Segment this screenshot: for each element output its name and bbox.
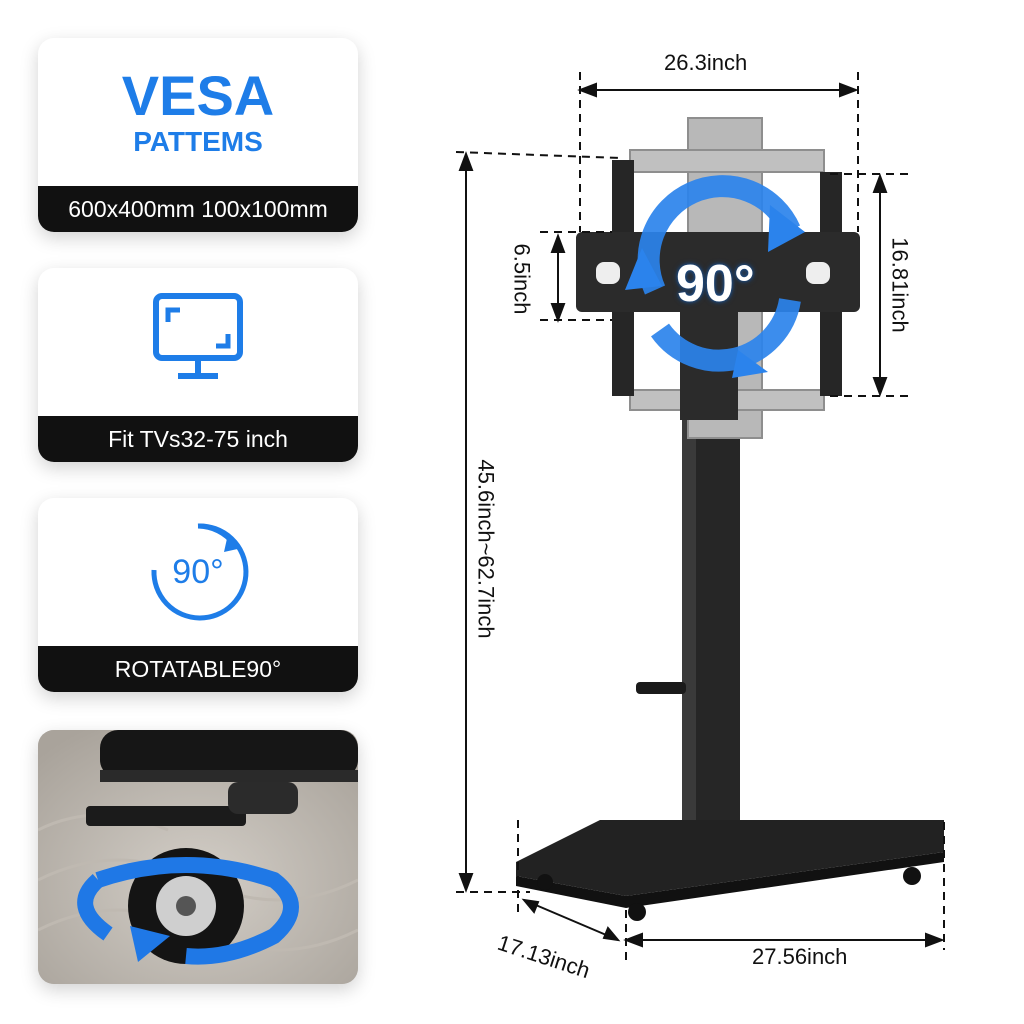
caster-wheel-card — [38, 730, 358, 984]
rotation-badge: 90° — [676, 255, 755, 313]
dim-mount-height: 16.81inch — [887, 237, 913, 333]
dim-total-height: 45.6inch~62.7inch — [473, 459, 499, 639]
rotate-caption: ROTATABLE90° — [38, 646, 358, 692]
dim-base-width: 27.56inch — [752, 944, 848, 969]
caster-wheel-rotation-icon — [38, 730, 358, 984]
rotate-icon-label: 90° — [172, 553, 224, 591]
monitor-icon — [38, 288, 358, 388]
rotate-card: 90° ROTATABLE90° — [38, 498, 358, 692]
vesa-card: VESA PATTEMS 600x400mm 100x100mm — [38, 38, 358, 232]
fit-tv-caption: Fit TVs32-75 inch — [38, 416, 358, 462]
vesa-title: VESA — [121, 64, 275, 127]
dim-bracket-height: 6.5inch — [509, 243, 535, 315]
fit-tv-card: Fit TVs32-75 inch — [38, 268, 358, 462]
vesa-subtitle: PATTEMS — [133, 126, 263, 157]
dim-mount-width: 26.3inch — [664, 50, 748, 75]
vesa-caption: 600x400mm 100x100mm — [38, 186, 358, 232]
rotate-clockwise-icon — [38, 512, 358, 632]
